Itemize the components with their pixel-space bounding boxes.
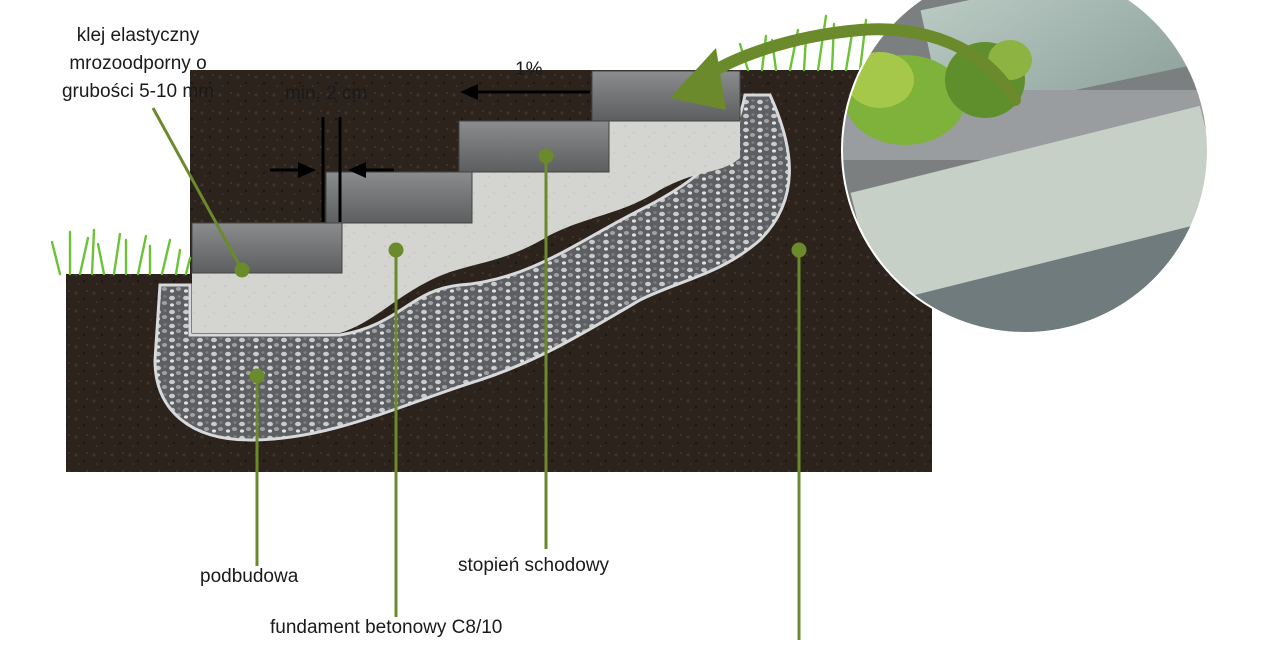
concrete-foundation — [192, 120, 740, 333]
adhesive-label-line-3: grubości 5-10 mm — [61, 81, 215, 102]
gravel-base-layer — [153, 93, 791, 442]
adhesive-label: klej elastyczny mrozoodporny o grubości … — [38, 22, 238, 106]
slope-label: 1% — [515, 59, 543, 80]
step-stone-2 — [325, 171, 473, 224]
step-stone-1 — [191, 222, 343, 274]
grass-left — [50, 228, 192, 276]
gap-label: min. 2 cm — [285, 83, 368, 104]
photo-inset-border — [841, 0, 1209, 334]
adhesive-label-line-2: mrozoodporny o — [69, 53, 207, 74]
paving-bottom — [895, 220, 1208, 333]
arrow-left-icon — [460, 84, 590, 100]
step-label: stopień schodowy — [458, 555, 610, 576]
arrow-pair-icon — [270, 117, 394, 222]
leader-adhesive — [151, 107, 244, 271]
curved-arrow-icon — [670, 23, 1021, 110]
adhesive-label-line-1: klej elastyczny — [76, 25, 200, 46]
base-label: podbudowa — [200, 566, 299, 587]
step-stone-3 — [458, 120, 610, 173]
step-slab — [850, 105, 1208, 310]
foundation-label: fundament betonowy C8/10 — [270, 617, 503, 638]
leader-lines — [151, 107, 807, 640]
